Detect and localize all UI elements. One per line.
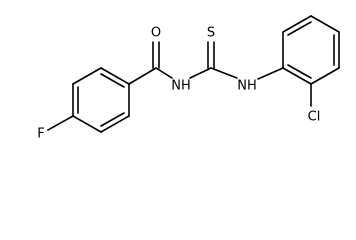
chlorine-label: Cl xyxy=(308,110,321,125)
chlorophenyl-ring xyxy=(282,15,340,85)
ring-carbonyl-bond xyxy=(128,67,157,85)
ring1-bond-6 xyxy=(72,67,102,85)
carbonyl-double-bond xyxy=(152,41,160,69)
fluorophenyl-ring xyxy=(72,67,130,133)
thiocarbonyl-double-bond xyxy=(207,41,215,69)
ring2-bond-3 xyxy=(310,15,340,33)
ring2-double-1 xyxy=(287,21,312,36)
amine-nh-label: NH xyxy=(237,79,257,94)
nitrogen-ring-bond xyxy=(257,67,284,80)
chemical-structure-diagram: O S NH NH F Cl xyxy=(37,15,340,142)
ring2-bond-2 xyxy=(282,15,312,33)
ring1-double-2 xyxy=(100,112,125,127)
ring2-bond-6 xyxy=(282,67,312,85)
ring1-double-1 xyxy=(100,73,125,88)
ring2-double-3 xyxy=(287,64,312,79)
ring1-bond-1 xyxy=(100,67,130,85)
carbon-fluorine-bond xyxy=(47,115,74,131)
amide-nh-label: NH xyxy=(171,79,191,94)
ring2-bond-5 xyxy=(310,67,340,85)
fluorine-label: F xyxy=(37,127,44,142)
thiocarbonyl-nitrogen-bond xyxy=(210,67,238,79)
oxygen-label: O xyxy=(151,26,161,41)
ring1-bond-3 xyxy=(100,115,130,133)
sulfur-label: S xyxy=(207,26,215,41)
ring1-bond-4 xyxy=(72,115,102,133)
carbonyl-nitrogen-bond xyxy=(155,67,173,79)
nitrogen-thiocarbonyl-bond xyxy=(189,67,212,79)
